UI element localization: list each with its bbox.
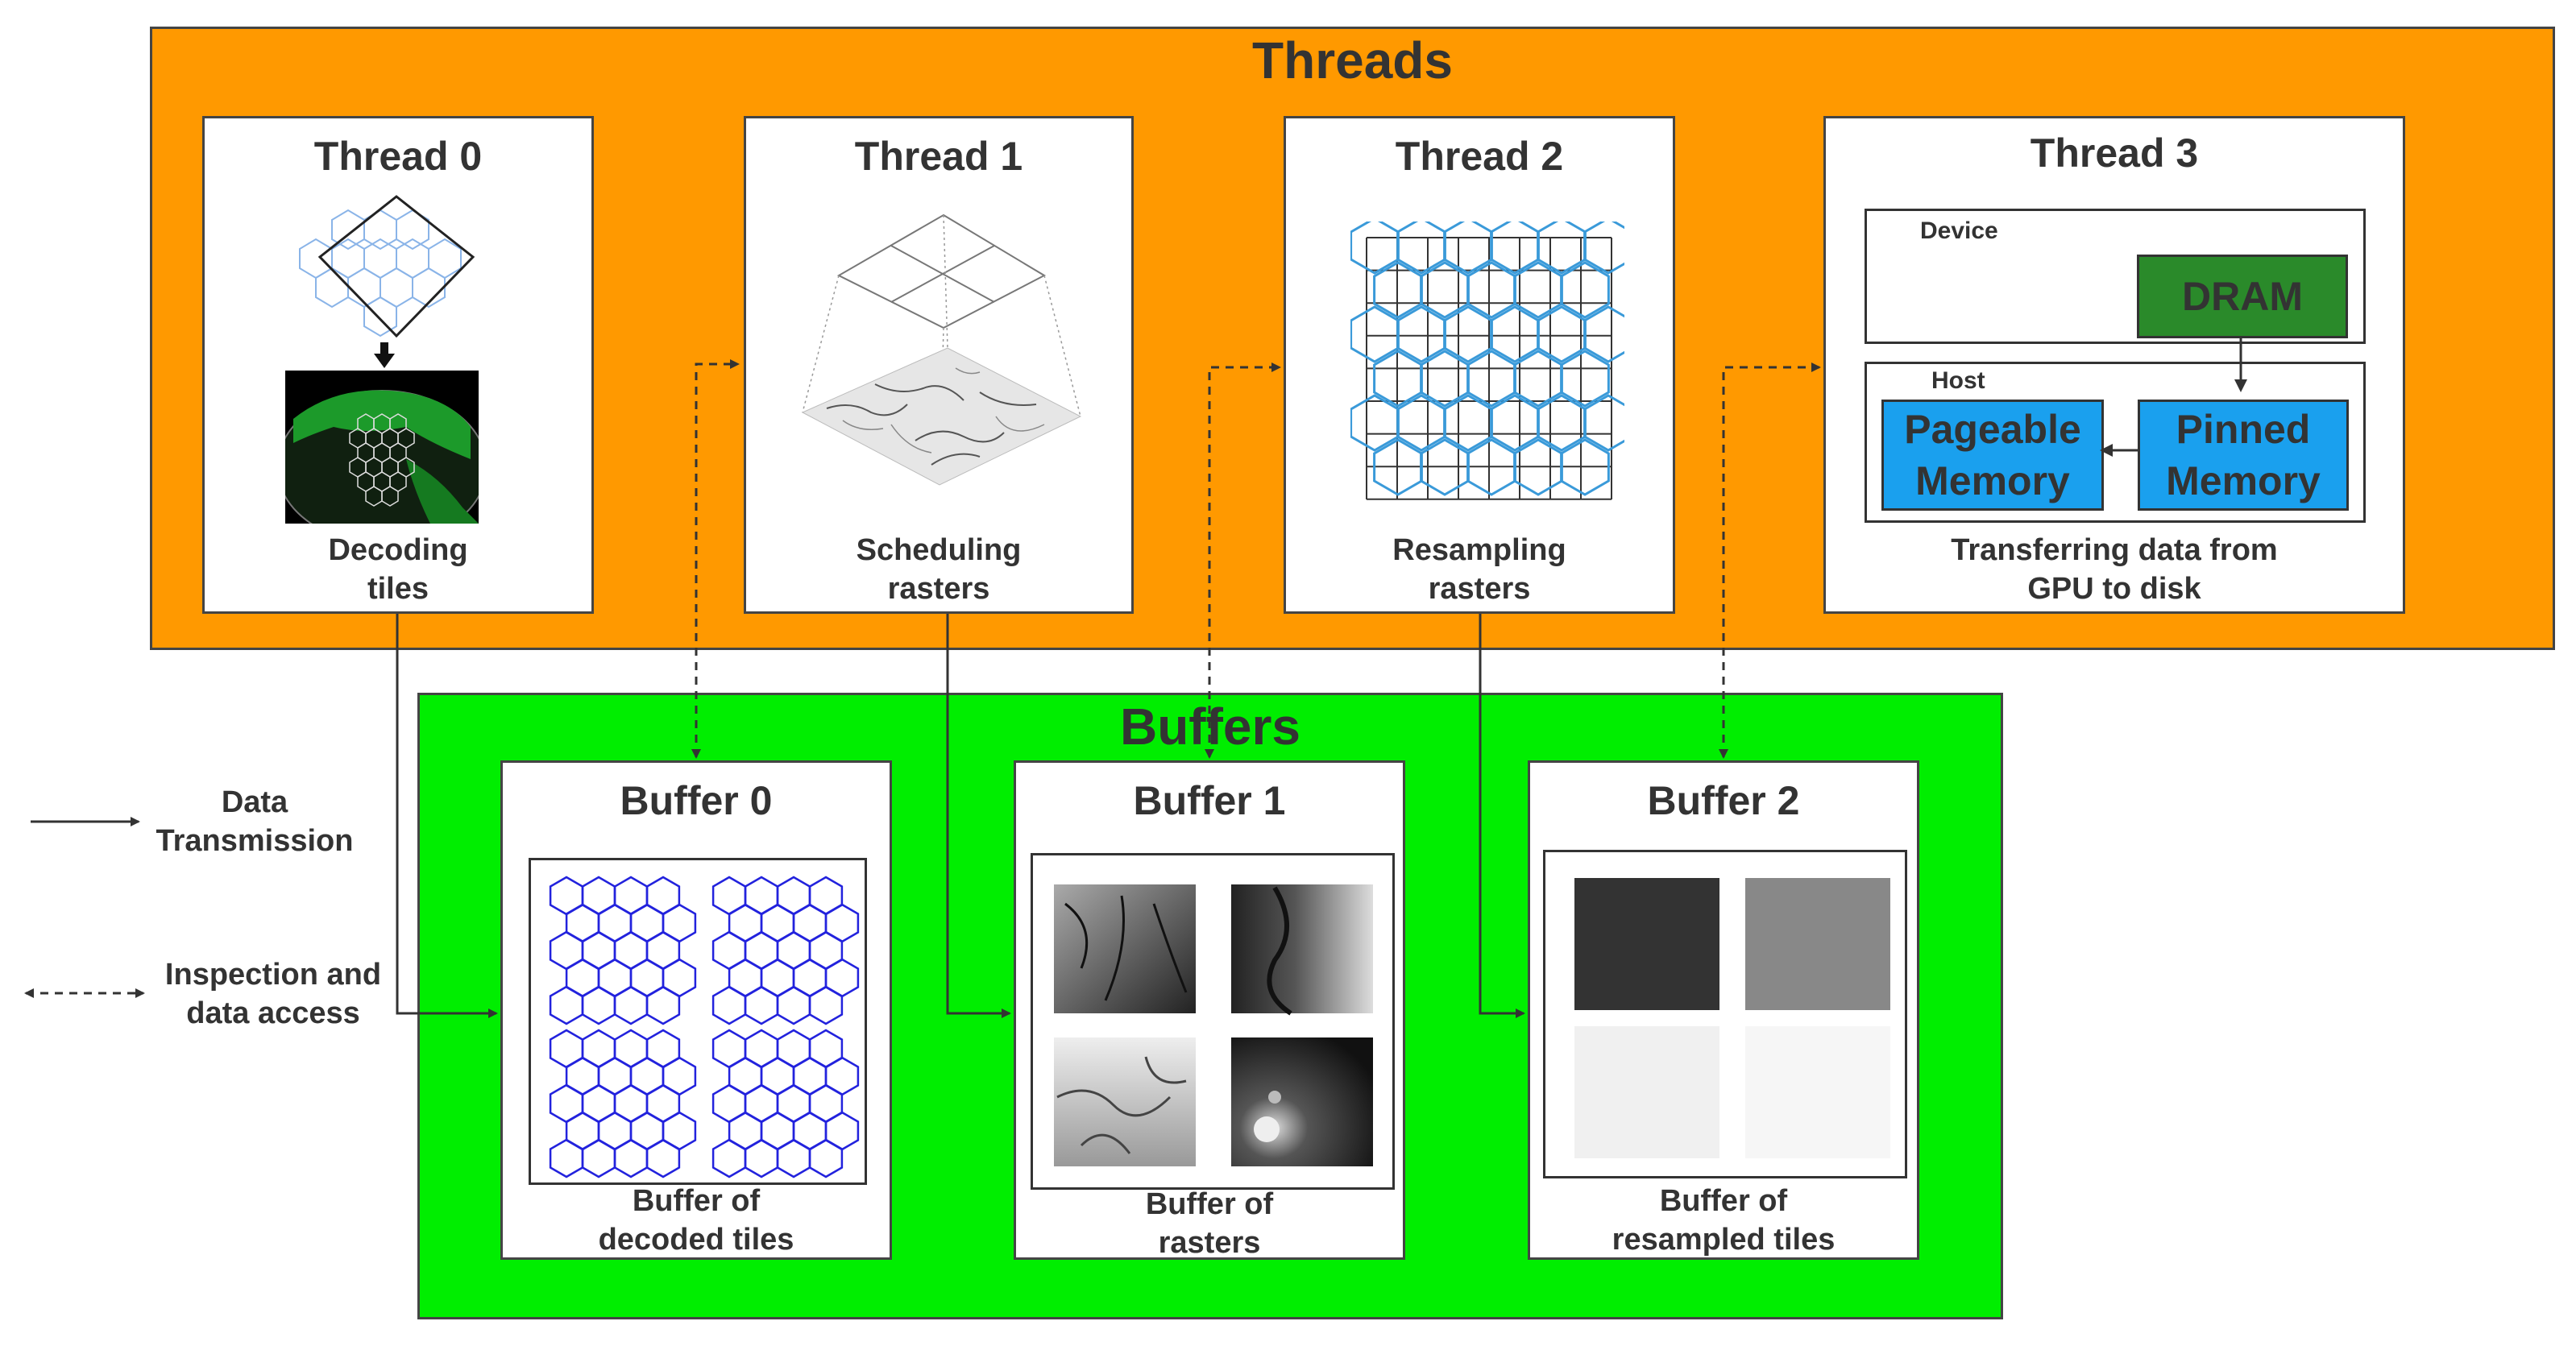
dram-box: DRAM: [2137, 255, 2348, 338]
arrow-down-icon: [374, 342, 395, 368]
host-label: Host: [1931, 367, 1985, 394]
globe-tiles-image: [285, 371, 479, 524]
thread-0-card: Thread 0: [202, 116, 594, 614]
thread-1-card: Thread 1 Scheduling raster: [744, 116, 1134, 614]
thread-1-caption: Scheduling rasters: [856, 533, 1022, 606]
buffer-0-card: Buffer 0 Buffer of decoded tiles: [500, 760, 892, 1260]
raster-scheduling-image: [801, 213, 1082, 486]
resampling-hexagon: [1583, 305, 1624, 363]
decoded-hexagon: [808, 1138, 844, 1178]
resampled-tiles-panel: [1543, 850, 1907, 1178]
buffer0-inspection-arrow: [691, 359, 740, 759]
decoded-hexagon: [645, 985, 681, 1025]
buffer-0-title: Buffer 0: [620, 778, 773, 823]
thread-1-title: Thread 1: [854, 134, 1023, 179]
thread-3-card: Thread 3 Device DRAM Host Pageable Memor…: [1823, 116, 2405, 614]
resampling-hexagon: [1583, 394, 1624, 452]
pinned-memory-box: Pinned Memory: [2138, 400, 2349, 511]
resampling-hexagon: [1560, 261, 1610, 319]
decoded-hex-tiles-image: [549, 876, 860, 1178]
thread-2-card: Thread 2 Resampling rasters: [1284, 116, 1675, 614]
decoded-hexagon: [808, 985, 844, 1025]
buffer-2-card: Buffer 2 Buffer of resampled tiles: [1528, 760, 1919, 1260]
buffer2-inspection-arrow: [1719, 362, 1821, 759]
thread-2-title: Thread 2: [1395, 134, 1564, 179]
thread-0-title: Thread 0: [313, 134, 483, 179]
buffer-0-caption: Buffer of decoded tiles: [598, 1184, 794, 1257]
buffer-2-title: Buffer 2: [1647, 778, 1800, 823]
resampled-tiles-image: [1574, 878, 1890, 1158]
legend-solid-label: Data Transmission: [156, 785, 354, 858]
buffer1-inspection-arrow: [1205, 362, 1281, 759]
device-label: Device: [1920, 217, 1998, 244]
rasters-panel: [1031, 853, 1395, 1190]
buffer-1-card: Buffer 1 Buffer of rasters: [1014, 760, 1405, 1260]
thread-3-caption: Transferring data from GPU to disk: [1951, 533, 2278, 606]
threads-title: Threads: [1252, 31, 1453, 89]
thread-0-caption: Decoding tiles: [328, 533, 468, 606]
device-box: Device DRAM: [1865, 209, 2366, 344]
raster-tiles-image: [1054, 884, 1373, 1166]
buffer-1-caption: Buffer of rasters: [1145, 1187, 1274, 1260]
dram-to-pinned-arrow: [2234, 336, 2247, 392]
thread2-to-buffer2-arrow: [1479, 614, 1525, 1018]
pageable-memory-box: Pageable Memory: [1881, 400, 2104, 511]
thread1-to-buffer1-arrow: [946, 614, 1011, 1018]
host-box: Host Pageable Memory Pinned Memory: [1865, 362, 2366, 523]
resampling-hexagon: [1560, 438, 1610, 496]
thread-3-title: Thread 3: [2030, 130, 2199, 176]
thread-2-caption: Resampling rasters: [1392, 533, 1566, 606]
buffer-1-title: Buffer 1: [1133, 778, 1286, 823]
buffer-2-caption: Buffer of resampled tiles: [1612, 1184, 1836, 1257]
resampling-grid-image: [1350, 222, 1624, 500]
hex-grid-diamond-icon: [299, 195, 475, 338]
decoded-tiles-panel: [529, 858, 867, 1185]
thread0-to-buffer0-arrow: [396, 614, 498, 1018]
resampling-hexagon: [1583, 222, 1624, 275]
decoded-hexagon: [645, 1138, 681, 1178]
resampling-hexagon: [1560, 350, 1610, 408]
legend-dashed-label: Inspection and data access: [164, 958, 382, 1030]
pinned-to-pageable-arrow: [2100, 444, 2138, 457]
